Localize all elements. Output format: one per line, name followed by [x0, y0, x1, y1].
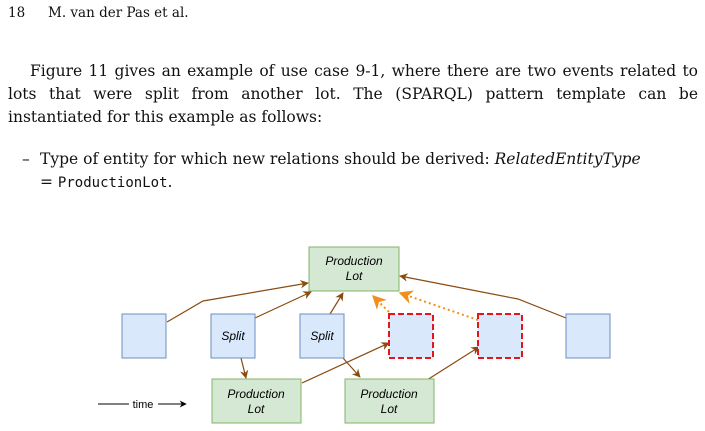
arrow-split1-to-bottom-lot-left	[240, 357, 249, 379]
body-paragraph: Figure 11 gives an example of use case 9…	[8, 62, 698, 126]
time-arrow: time	[98, 399, 187, 411]
split-event-1: Split	[210, 313, 256, 359]
arrow-event6-to-top-lot	[399, 273, 567, 319]
top-lot-line2: Lot	[346, 269, 363, 283]
bullet-dash: –	[22, 150, 30, 168]
running-head-authors: M. van der Pas et al.	[48, 5, 189, 21]
bullet-value: ProductionLot	[57, 175, 168, 191]
split-label-2: Split	[310, 329, 334, 343]
bullet-item: – Type of entity for which new relations…	[22, 148, 698, 195]
split-label-1: Split	[221, 329, 245, 343]
derived-relation-arrows	[372, 290, 479, 321]
bottom-lot-right-line2: Lot	[381, 402, 398, 416]
bottom-lot-right-line1: Production	[360, 387, 418, 401]
arrow-split1-to-top-lot	[254, 291, 312, 319]
event-box	[121, 313, 167, 359]
page-number: 18	[8, 5, 26, 21]
arrow-event1-to-top-lot	[166, 280, 309, 323]
derived-event-box-1	[388, 313, 434, 359]
bullet-text: Type of entity for which new relations s…	[40, 148, 698, 195]
top-lot-line1: Production	[325, 254, 383, 268]
derived-event-box-2	[477, 313, 523, 359]
top-production-lot: Production Lot	[308, 246, 400, 292]
event-to-lot-arrows	[166, 273, 567, 384]
time-label: time	[133, 399, 154, 411]
split-event-2: Split	[299, 313, 345, 359]
bullet-variable: RelatedEntityType	[494, 150, 641, 168]
bottom-production-lot-left: Production Lot	[211, 378, 302, 424]
event-box	[565, 313, 611, 359]
bottom-lot-left-line1: Production	[227, 387, 285, 401]
bullet-equals: =	[40, 173, 58, 191]
arrow-split2-to-bottom-lot-right	[342, 357, 361, 378]
bullet-suffix: .	[167, 173, 173, 191]
arrow-lot-left-to-derived1	[301, 342, 390, 384]
bottom-lot-left-line2: Lot	[248, 402, 265, 416]
derived-arrow-2	[398, 290, 479, 321]
bullet-prefix: Type of entity for which new relations s…	[40, 150, 495, 168]
arrow-lot-right-to-derived2	[426, 346, 480, 381]
running-head: 18 M. van der Pas et al.	[8, 5, 189, 21]
arrow-split2-to-top-lot	[329, 292, 344, 315]
bottom-production-lot-right: Production Lot	[344, 378, 435, 424]
derived-arrow-1	[372, 295, 390, 313]
